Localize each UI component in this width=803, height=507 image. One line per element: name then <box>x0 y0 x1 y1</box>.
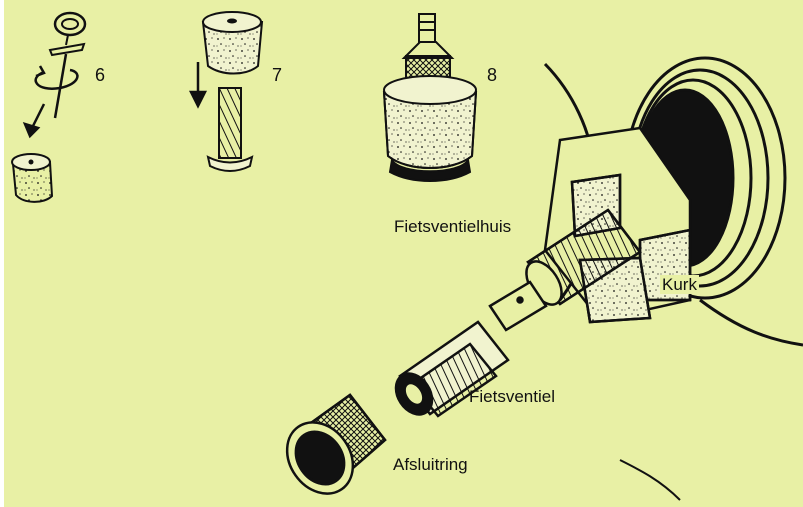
step-number-7: 7 <box>272 66 282 84</box>
label-afsluitring: Afsluitring <box>393 456 468 473</box>
cork-plug-icon <box>203 12 262 74</box>
step-number-6: 6 <box>95 66 105 84</box>
label-kurk: Kurk <box>660 275 699 294</box>
step-number-8: 8 <box>487 66 497 84</box>
cork-plug-icon <box>12 154 52 202</box>
label-fietsventielhuis: Fietsventielhuis <box>394 218 511 235</box>
label-fietsventiel: Fietsventiel <box>469 388 555 405</box>
